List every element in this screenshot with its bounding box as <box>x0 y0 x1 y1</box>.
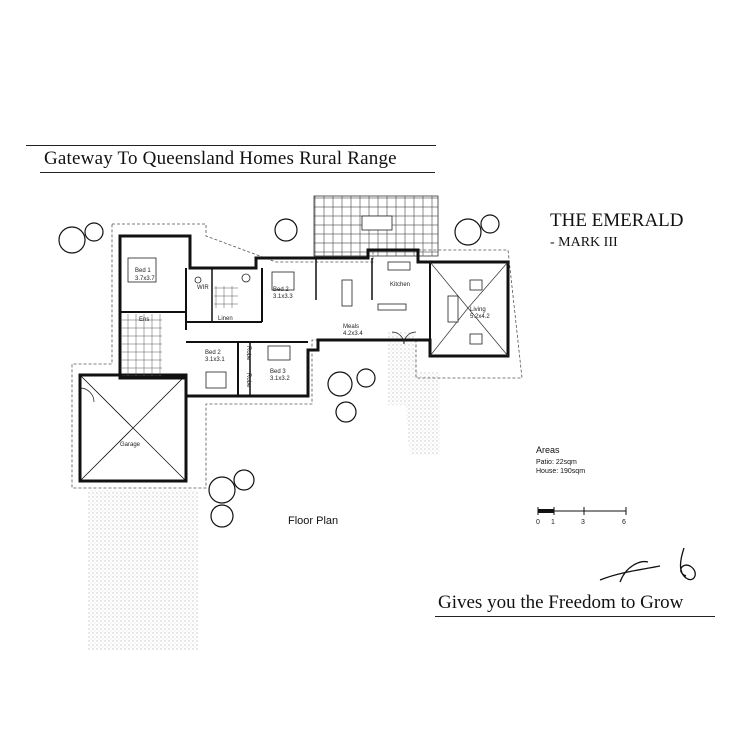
label-linen: Linen <box>218 316 233 322</box>
floor-plan-label: Floor Plan <box>288 515 339 527</box>
living-diagonals <box>429 261 509 357</box>
scale-tick-6: 6 <box>622 519 626 526</box>
label-wir: WIR <box>197 285 209 291</box>
areas-house: House: 190sqm <box>536 468 586 475</box>
page-title: Gateway To Queensland Homes Rural Range <box>44 148 397 169</box>
label-meals: Meals <box>343 324 359 330</box>
signature <box>599 547 696 583</box>
model-name: THE EMERALD <box>550 210 684 231</box>
scale-tick-1: 1 <box>551 519 555 526</box>
scale-tick-3: 3 <box>581 519 585 526</box>
label-bed2b-size: 3.1x3.1 <box>205 357 225 363</box>
label-bed3: Bed 3 <box>270 369 286 375</box>
label-bed2: Bed 2 <box>273 287 289 293</box>
roof-outline <box>71 223 523 489</box>
driveway <box>88 490 198 650</box>
label-living-size: 5.2x4.2 <box>470 314 490 320</box>
trees <box>58 214 500 528</box>
label-kitchen: Kitchen <box>390 282 410 288</box>
label-garage: Garage <box>120 442 141 448</box>
title-rule-bottom <box>40 172 435 173</box>
room-labels: Bed 1 3.7x3.7 WIR Ens Linen Bed 2 3.1x3.… <box>120 268 490 448</box>
label-ens: Ens <box>139 317 149 323</box>
label-bed1-size: 3.7x3.7 <box>135 276 155 282</box>
label-robe2: Robe <box>245 373 251 388</box>
label-robe1: Robe <box>245 346 251 361</box>
tagline-rule <box>435 616 715 617</box>
garage <box>78 373 188 483</box>
tagline: Gives you the Freedom to Grow <box>438 592 684 613</box>
bath-tiles <box>214 286 238 308</box>
side-path <box>388 332 440 455</box>
label-bed1: Bed 1 <box>135 268 151 274</box>
label-bed2-size: 3.1x3.3 <box>273 294 293 300</box>
ensuite-tiles <box>122 314 162 376</box>
scale-tick-0: 0 <box>536 519 540 526</box>
label-bed3-size: 3.1x3.2 <box>270 376 290 382</box>
areas-title: Areas <box>536 445 560 455</box>
title-rule-top <box>26 145 436 146</box>
label-bed2b: Bed 2 <box>205 350 221 356</box>
scale-bar: 0 1 3 6 <box>536 507 627 526</box>
areas-patio: Patio: 22sqm <box>536 459 577 466</box>
label-living: Living <box>470 307 486 313</box>
label-meals-size: 4.2x3.4 <box>343 331 363 337</box>
model-variant: - MARK III <box>550 235 618 250</box>
entry-doors <box>391 331 417 345</box>
furniture <box>127 215 483 389</box>
